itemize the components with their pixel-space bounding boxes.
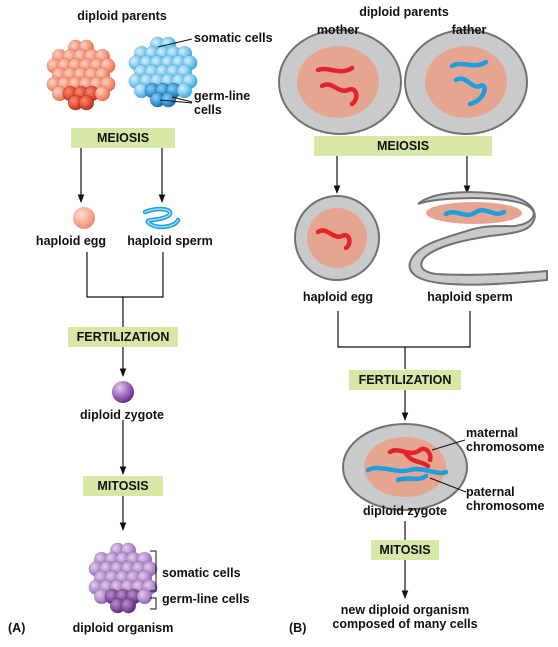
somatic-cell [94, 85, 111, 102]
organism-brackets [150, 550, 157, 610]
germ-line-cell [160, 91, 177, 108]
fertilization-join-b [337, 311, 471, 369]
meiosis-box-a: MEIOSIS [71, 128, 175, 148]
panel-b-label: (B) [289, 621, 307, 635]
haploid-egg-cell [73, 207, 95, 229]
father-cell-cluster [128, 36, 198, 108]
haploid-sperm-label-b: haploid sperm [427, 290, 513, 304]
germ-line-cell [78, 94, 95, 111]
paternal-chromosome-label: paternal chromosome [466, 485, 545, 513]
somatic-leader-line [157, 38, 193, 48]
zygote-label-a: diploid zygote [79, 408, 165, 422]
zygote-cell [112, 381, 134, 403]
organism-label-a: diploid organism [72, 621, 174, 635]
fertilization-box-b: FERTILIZATION [349, 370, 461, 390]
organism-label-b: new diploid organism composed of many ce… [332, 603, 478, 631]
haploid-egg-label-b: haploid egg [302, 290, 374, 304]
panel-a-parents-title: diploid parents [77, 9, 167, 23]
haploid-sperm-cell [142, 206, 181, 230]
maternal-chromosome-label: maternal chromosome [466, 426, 545, 454]
mother-cell-cluster [46, 39, 116, 111]
paternal-leader-line [429, 477, 467, 493]
organism-somatic-label: somatic cells [162, 566, 241, 580]
panel-a-label: (A) [8, 621, 26, 635]
maternal-leader-line [431, 439, 466, 451]
father-label: father [451, 23, 487, 37]
haploid-egg-label-a: haploid egg [35, 234, 107, 248]
organism-germline-label: germ-line cells [162, 592, 250, 606]
haploid-sperm-b [408, 191, 548, 286]
mother-label: mother [316, 23, 360, 37]
meiosis-box-b: MEIOSIS [314, 136, 492, 156]
zygote-label-b: diploid zygote [362, 504, 448, 518]
somatic-cells-label: somatic cells [194, 31, 273, 45]
somatic-cell [176, 82, 193, 99]
germ-line-cell [120, 597, 137, 614]
organism-cell-cluster [88, 542, 158, 614]
fertilization-join-a [86, 252, 164, 327]
somatic-cell [136, 588, 153, 605]
haploid-sperm-label-a: haploid sperm [127, 234, 213, 248]
mitosis-box-b: MITOSIS [371, 540, 439, 560]
germline-leader-line [159, 96, 193, 104]
fertilization-box-a: FERTILIZATION [68, 327, 178, 347]
germ-line-cells-label: germ-line cells [194, 89, 251, 117]
mother-cell [278, 29, 402, 135]
father-cell [404, 29, 528, 135]
mitosis-box-a: MITOSIS [83, 476, 163, 496]
haploid-egg-b [294, 195, 380, 281]
zygote-b [342, 423, 468, 511]
panel-b-parents-title: diploid parents [359, 5, 449, 19]
